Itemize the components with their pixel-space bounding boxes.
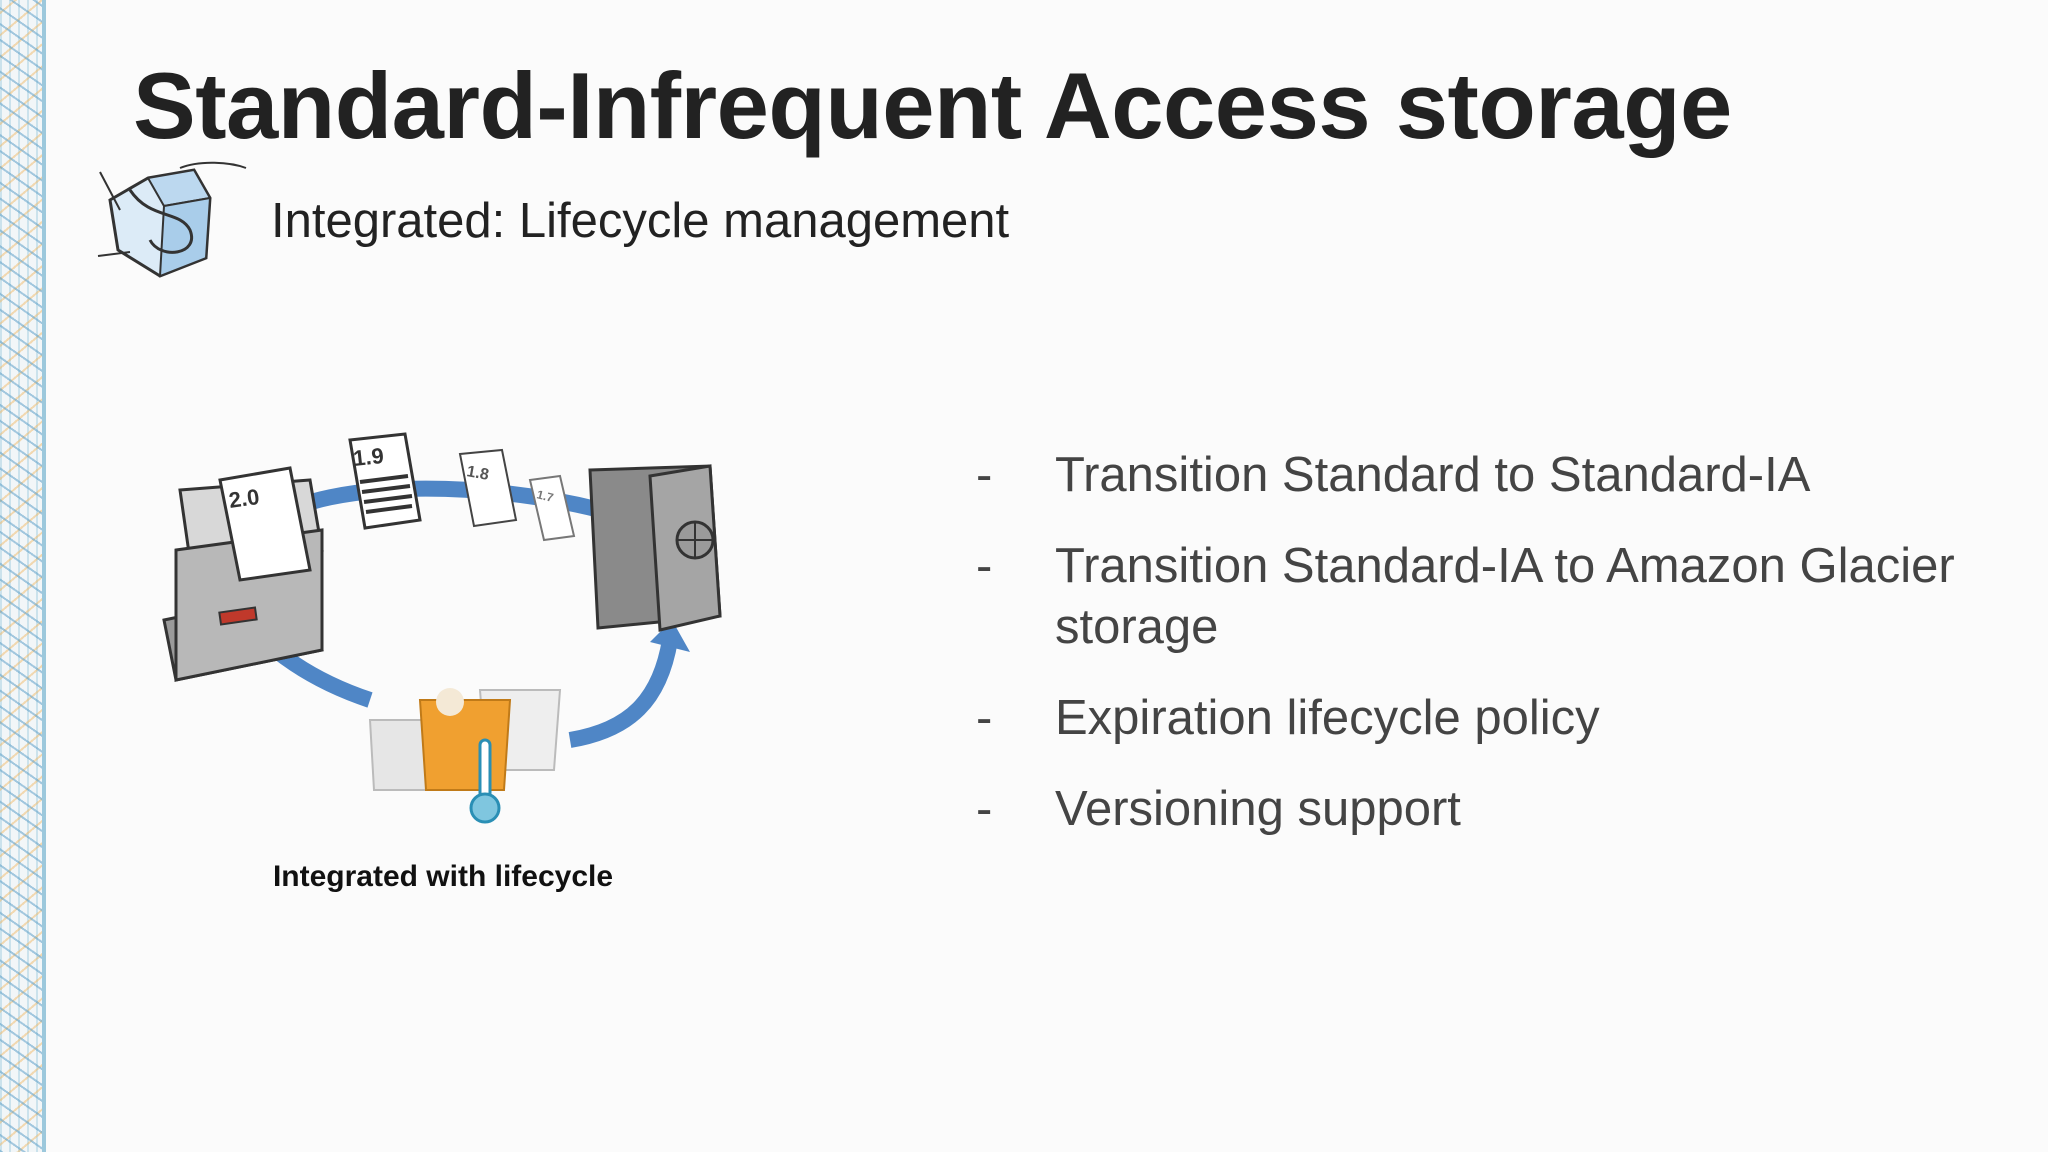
version-label: 1.9: [352, 443, 385, 471]
bullet-marker: -: [976, 539, 993, 593]
bullet-text: Expiration lifecycle policy: [1055, 691, 1600, 745]
bullet-marker: -: [976, 448, 993, 502]
bullet-marker: -: [976, 782, 993, 836]
lifecycle-diagram-icon: 2.0 1.9 1.8 1.7: [162, 432, 722, 824]
bullet-text: Transition Standard-IA to Amazon Glacier…: [1055, 539, 1955, 654]
bullet-text: Transition Standard to Standard-IA: [1055, 448, 1811, 502]
bullet-item: - Transition Standard-IA to Amazon Glaci…: [970, 536, 2030, 658]
version-label: 1.7: [535, 487, 555, 505]
bullet-marker: -: [976, 691, 993, 745]
bullet-list: - Transition Standard to Standard-IA - T…: [970, 445, 2030, 870]
version-label: 2.0: [227, 484, 261, 513]
bullet-item: - Versioning support: [970, 779, 2030, 840]
diagram-caption: Integrated with lifecycle: [272, 860, 614, 893]
decorative-side-stripe: [0, 0, 46, 1152]
bullet-text: Versioning support: [1055, 782, 1461, 836]
s3-bucket-icon: [97, 161, 247, 278]
version-label: 1.8: [465, 463, 490, 484]
slide-subtitle: Integrated: Lifecycle management: [271, 194, 1010, 248]
bullet-item: - Transition Standard to Standard-IA: [970, 445, 2030, 506]
slide-title: Standard-Infrequent Access storage: [133, 53, 1732, 158]
bullet-item: - Expiration lifecycle policy: [970, 688, 2030, 749]
